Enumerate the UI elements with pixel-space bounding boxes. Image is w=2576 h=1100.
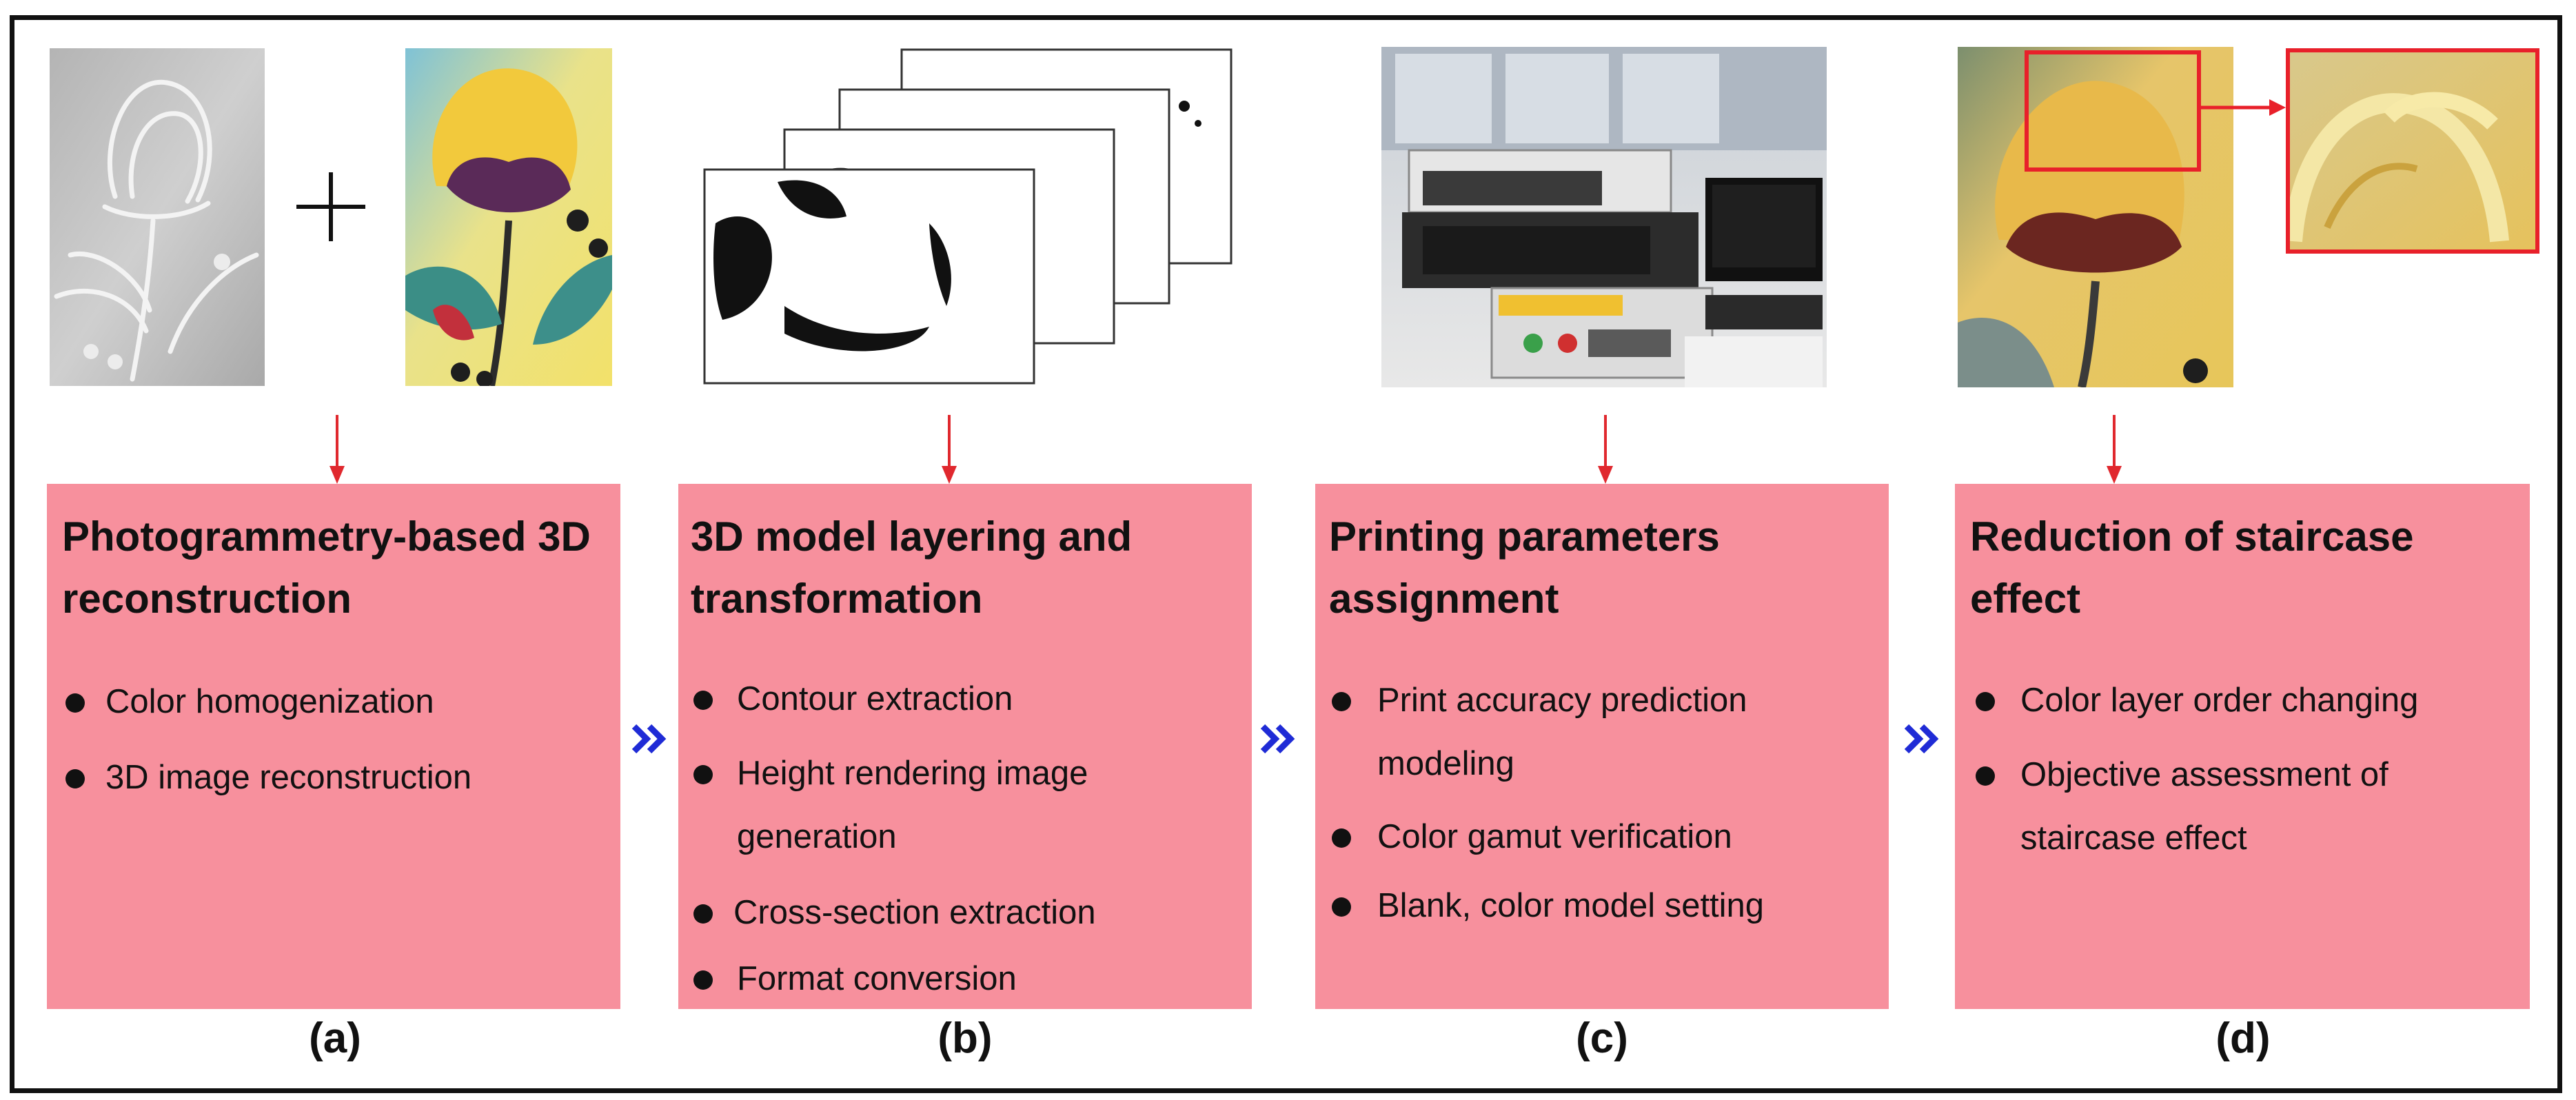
bullet-dot-icon <box>65 769 85 788</box>
bullet-dot-icon <box>693 904 713 924</box>
bullet-dot-icon <box>1332 897 1351 917</box>
caption-a: (a) <box>309 1015 361 1062</box>
bullet-dot-icon <box>1332 692 1351 711</box>
plus-icon <box>296 172 365 241</box>
bullet-item: Color homogenization <box>47 670 620 746</box>
caption-c: (c) <box>1576 1015 1628 1062</box>
stage-a-bullets: Color homogenization 3D image reconstruc… <box>47 670 620 822</box>
bullet-item: Print accuracy prediction modeling <box>1315 669 1889 805</box>
relief-painting-grayscale-image <box>50 48 265 386</box>
stage-c-bullets: Print accuracy prediction modeling Color… <box>1315 669 1889 943</box>
bullet-dot-icon <box>1976 692 1995 711</box>
stage-d-bullets: Color layer order changing Objective ass… <box>1955 669 2530 881</box>
bullet-dot-icon <box>693 970 713 990</box>
down-arrow-a-icon <box>329 415 345 484</box>
stage-b-bullets: Contour extraction Height rendering imag… <box>678 667 1252 1010</box>
color-painting-image <box>405 48 612 386</box>
bullet-dot-icon <box>693 691 713 710</box>
printed-painting-image <box>1958 47 2233 387</box>
layered-cross-section-images <box>703 48 1233 385</box>
bullet-item: Cross-section extraction <box>678 881 1252 947</box>
stage-a-box: Photogrammetry-based 3D reconstruction C… <box>47 484 620 1009</box>
caption-d: (d) <box>2215 1015 2271 1062</box>
flow-chevron-1-icon <box>631 724 667 754</box>
caption-b: (b) <box>937 1015 993 1062</box>
bullet-item: Color gamut verification <box>1315 805 1889 874</box>
stage-d-title: Reduction of staircase effect <box>1970 513 2414 622</box>
zoom-arrow-icon <box>2199 99 2286 116</box>
bullet-item: 3D image reconstruction <box>47 746 620 822</box>
down-arrow-d-icon <box>2107 415 2122 484</box>
flow-chevron-2-icon <box>1260 724 1295 754</box>
bullet-item: Contour extraction <box>678 667 1252 742</box>
bullet-item: Objective assessment of staircase effect <box>1955 743 2530 881</box>
bullet-item: Blank, color model setting <box>1315 874 1889 943</box>
uv-printer-photo <box>1381 47 1827 387</box>
flow-chevron-3-icon <box>1904 724 1939 754</box>
bullet-item: Height rendering image generation <box>678 742 1252 881</box>
down-arrow-b-icon <box>942 415 957 484</box>
bullet-dot-icon <box>65 693 85 713</box>
stage-a-title: Photogrammetry-based 3D reconstruction <box>62 513 591 622</box>
stage-b-box: 3D model layering and transformation Con… <box>678 484 1252 1009</box>
down-arrow-c-icon <box>1598 415 1613 484</box>
stage-d-box: Reduction of staircase effect Color laye… <box>1955 484 2530 1009</box>
bullet-item: Format conversion <box>678 947 1252 1010</box>
bullet-item: Color layer order changing <box>1955 669 2530 743</box>
zoomed-detail-image <box>2286 48 2539 254</box>
stage-c-box: Printing parameters assignment Print acc… <box>1315 484 1889 1009</box>
bullet-dot-icon <box>693 765 713 784</box>
stage-b-title: 3D model layering and transformation <box>691 513 1133 622</box>
bullet-dot-icon <box>1332 828 1351 848</box>
stage-c-title: Printing parameters assignment <box>1329 513 1720 622</box>
bullet-dot-icon <box>1976 766 1995 786</box>
